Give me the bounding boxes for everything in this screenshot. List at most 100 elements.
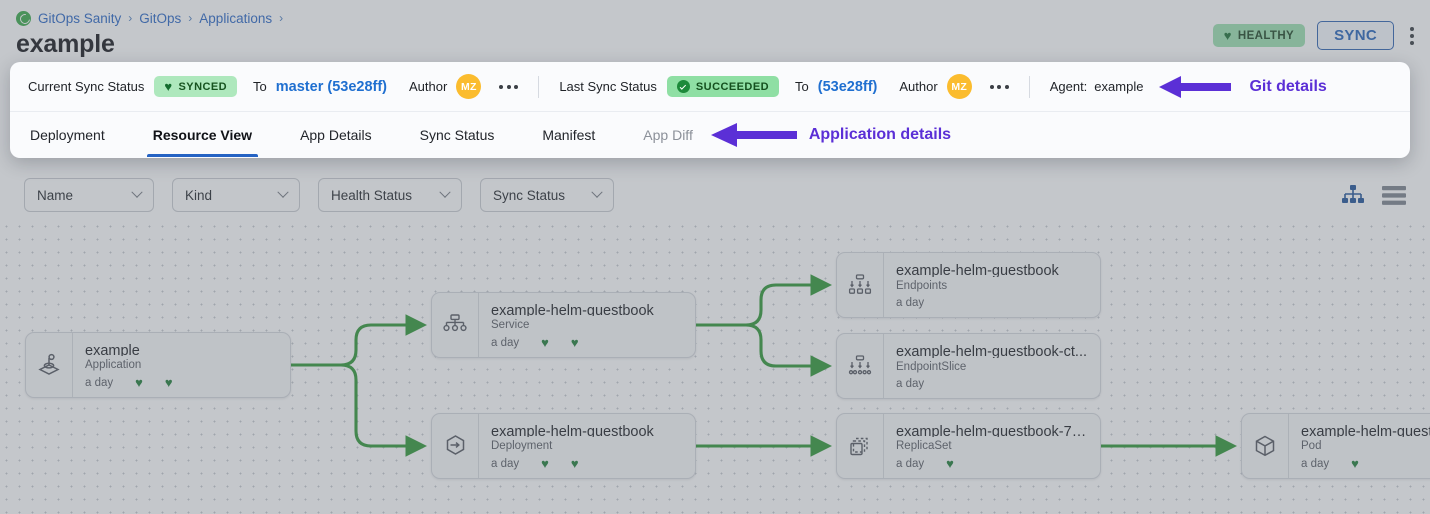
health-heart-icon: ♥ (135, 375, 143, 390)
tab-sync-status[interactable]: Sync Status (416, 112, 499, 157)
graph-node-body: example-helm-guestbook Endpoints a day (883, 253, 1100, 317)
current-sync-status-label: Current Sync Status (28, 79, 145, 94)
resource-graph-canvas[interactable]: example Application a day ♥ ♥ example-he… (0, 220, 1430, 514)
graph-node-body: example-helm-guestbook-74... ReplicaSet … (883, 414, 1100, 478)
app-summary-card: Current Sync Status ♥ SYNCED To master (… (10, 62, 1410, 158)
check-circle-icon (676, 80, 690, 93)
avatar-current[interactable]: MZ (456, 74, 482, 99)
agent-value: example (1094, 79, 1144, 94)
graph-node-age: a day (896, 457, 925, 470)
filter-name-label: Name (37, 187, 74, 203)
filter-health-status[interactable]: Health Status (318, 178, 462, 212)
header-actions: ♥ HEALTHY SYNC (1212, 21, 1418, 50)
graph-edges (291, 274, 1238, 457)
tab-resource-view[interactable]: Resource View (146, 112, 259, 157)
graph-node-kind: Endpoints (896, 280, 948, 293)
graph-node-meta: a day ♥ (1301, 457, 1430, 470)
graph-node-age: a day (896, 297, 925, 309)
breadcrumb-item-gitops-sanity[interactable]: GitOps Sanity (38, 10, 122, 26)
tab-label: App Details (300, 126, 372, 143)
graph-node-meta: a day (896, 378, 1088, 390)
target-revision-current[interactable]: master (53e28ff) (275, 78, 388, 95)
breadcrumb-separator: › (279, 11, 284, 25)
heart-icon: ♥ (164, 79, 173, 94)
status-badge-succeeded: SUCCEEDED (666, 76, 780, 97)
graph-node-kind: Deployment (491, 440, 553, 453)
status-badge-synced-label: SYNCED (178, 80, 228, 93)
page-title: example (16, 30, 115, 58)
graph-node-body: example-helm-guestbook Service a day ♥ ♥ (478, 293, 695, 357)
ellipsis-icon[interactable] (499, 84, 519, 89)
git-details-arrow-icon (1159, 74, 1232, 100)
filter-bar: Name Kind Health Status Sync Status (0, 170, 1430, 220)
filter-kind[interactable]: Kind (172, 178, 300, 212)
graph-node-age: a day (491, 457, 520, 470)
graph-node-name: example (85, 343, 140, 357)
graph-node-body: example-helm-guest Pod a day ♥ (1288, 414, 1430, 478)
graph-node-replicaset[interactable]: example-helm-guestbook-74... ReplicaSet … (836, 413, 1101, 479)
filter-sync-status[interactable]: Sync Status (480, 178, 614, 212)
tab-app-diff[interactable]: App Diff (639, 112, 697, 157)
graph-node-meta: a day ♥ (896, 457, 1088, 470)
graph-node-deployment[interactable]: example-helm-guestbook Deployment a day … (431, 413, 696, 479)
filter-name[interactable]: Name (24, 178, 154, 212)
endpointslice-icon (837, 334, 883, 398)
graph-node-application[interactable]: example Application a day ♥ ♥ (25, 332, 291, 398)
filter-health-status-label: Health Status (331, 187, 413, 203)
health-heart-icon: ♥ (946, 456, 954, 471)
service-icon (432, 293, 478, 357)
application-details-arrow-icon (710, 122, 797, 148)
sync-heart-icon: ♥ (164, 375, 173, 390)
target-revision-last[interactable]: (53e28ff) (817, 78, 878, 95)
status-badge-synced: ♥ SYNCED (154, 76, 238, 97)
application-details-note: Application details (710, 112, 951, 157)
tree-view-icon[interactable] (1342, 185, 1364, 205)
graph-node-kind: Application (85, 359, 142, 372)
sync-heart-icon: ♥ (570, 335, 579, 350)
filter-sync-status-label: Sync Status (493, 187, 566, 203)
agent-label: Agent: (1049, 79, 1088, 94)
gitops-logo-icon (16, 10, 31, 26)
status-badge-healthy: ♥ HEALTHY (1212, 24, 1306, 47)
graph-node-meta: a day ♥ ♥ (85, 376, 278, 389)
graph-node-name: example-helm-guestbook (491, 424, 654, 438)
chevron-down-icon (131, 186, 143, 198)
tab-label: App Diff (643, 126, 693, 143)
graph-node-kind: Pod (1301, 440, 1322, 453)
status-badge-label: HEALTHY (1237, 29, 1295, 42)
tab-manifest[interactable]: Manifest (538, 112, 599, 157)
chevron-down-icon (439, 186, 451, 198)
sync-summary-row: Current Sync Status ♥ SYNCED To master (… (10, 62, 1410, 112)
graph-node-meta: a day ♥ ♥ (491, 336, 683, 349)
tab-label: Sync Status (419, 126, 495, 143)
graph-node-name: example-helm-guestbook (896, 263, 1059, 278)
filter-kind-label: Kind (185, 187, 213, 203)
tab-bar: Deployment Resource View App Details Syn… (10, 112, 1410, 157)
kebab-menu-icon[interactable] (1406, 24, 1418, 48)
sync-heart-icon: ♥ (570, 456, 579, 471)
graph-node-endpoints[interactable]: example-helm-guestbook Endpoints a day (836, 252, 1101, 318)
graph-node-age: a day (491, 336, 520, 349)
tab-app-details[interactable]: App Details (296, 112, 376, 157)
graph-node-body: example-helm-guestbook Deployment a day … (478, 414, 695, 478)
graph-node-endpointslice[interactable]: example-helm-guestbook-ct... EndpointSli… (836, 333, 1101, 399)
graph-node-pod[interactable]: example-helm-guest Pod a day ♥ (1241, 413, 1430, 479)
health-heart-icon: ♥ (541, 456, 549, 471)
health-heart-icon: ♥ (1351, 456, 1359, 471)
ellipsis-icon[interactable] (989, 84, 1009, 89)
list-view-icon[interactable] (1382, 185, 1406, 205)
avatar-last[interactable]: MZ (946, 74, 972, 99)
breadcrumb-item-gitops[interactable]: GitOps (139, 10, 182, 26)
tab-deployment[interactable]: Deployment (26, 112, 109, 157)
graph-node-service[interactable]: example-helm-guestbook Service a day ♥ ♥ (431, 292, 696, 358)
graph-node-name: example-helm-guestbook (491, 303, 654, 317)
sync-button[interactable]: SYNC (1317, 21, 1394, 50)
status-badge-succeeded-label: SUCCEEDED (695, 80, 770, 93)
author-label-last: Author (899, 79, 938, 94)
tab-label: Deployment (30, 126, 105, 143)
graph-node-age: a day (85, 376, 114, 389)
application-icon (26, 333, 72, 397)
deployment-icon (432, 414, 478, 478)
breadcrumb-item-applications[interactable]: Applications (199, 10, 273, 26)
pod-icon (1242, 414, 1288, 478)
